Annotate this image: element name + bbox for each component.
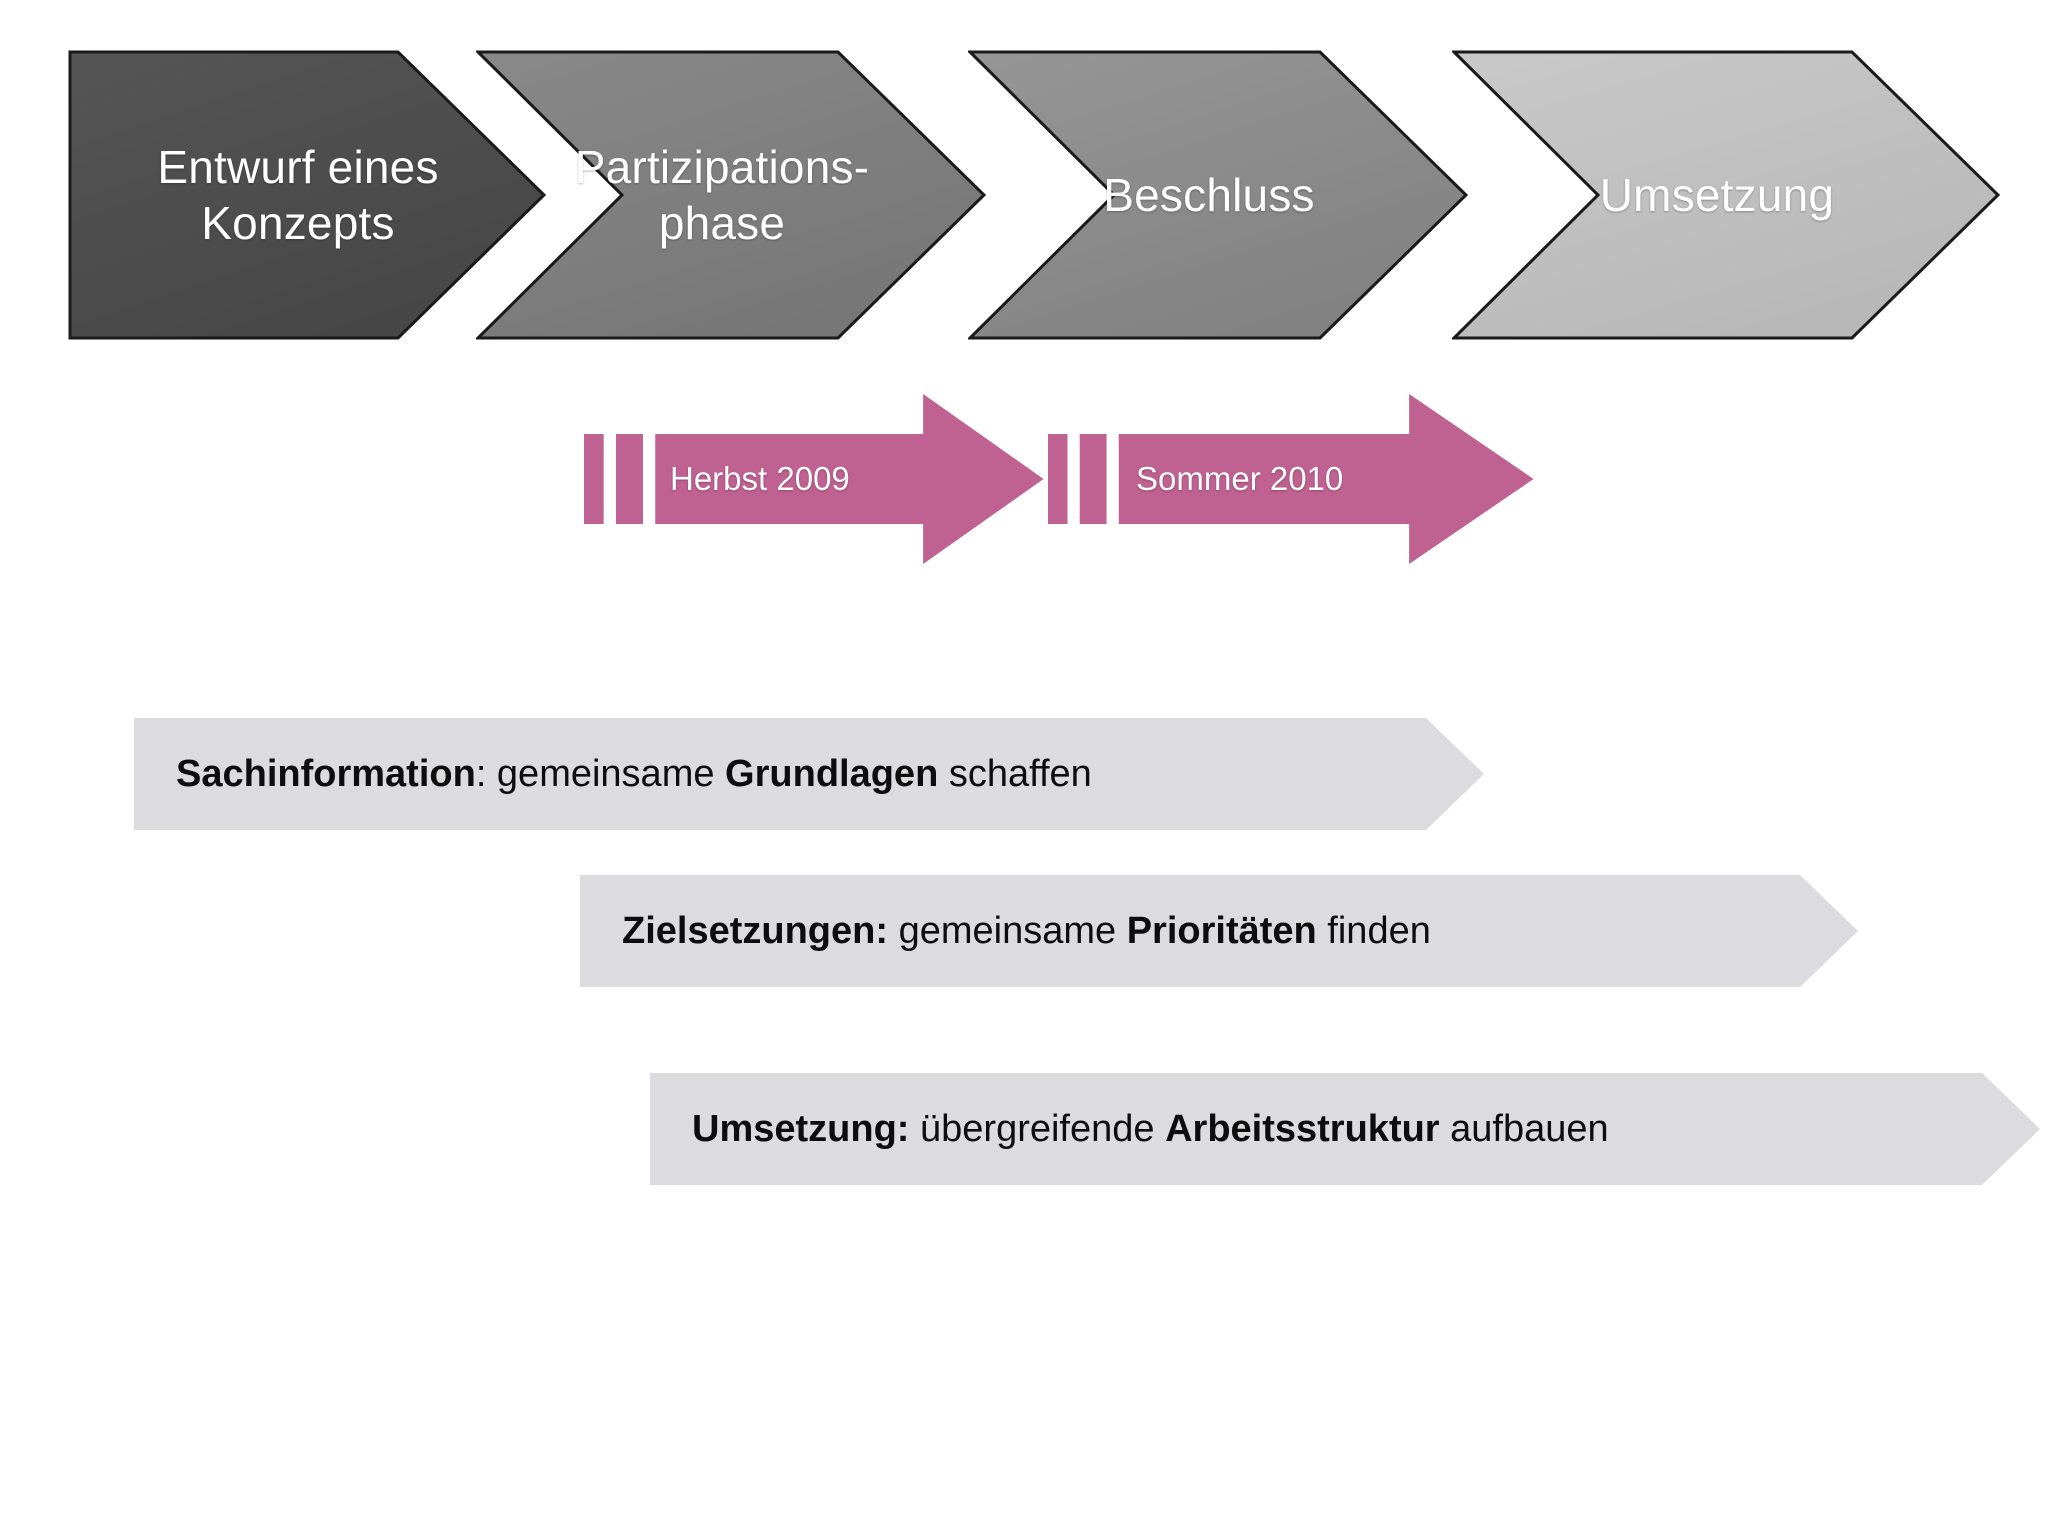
banner-arrow-shape-1 — [134, 718, 1484, 830]
statement-3-seg-3: aufbauen — [1439, 1108, 1609, 1150]
process-step-3-label: Beschluss — [1103, 168, 1315, 221]
chevron-shape-1 — [68, 50, 546, 340]
striped-arrow-icon-2 — [1048, 394, 1534, 564]
statement-3-seg-2: Arbeitsstruktur — [1165, 1108, 1440, 1150]
statement-banner-3[interactable]: Umsetzung: übergreifende Arbeitsstruktur… — [650, 1073, 2040, 1185]
process-step-2-label: Partizipations- phase — [574, 140, 870, 249]
timing-arrow-herbst-2009-label: Herbst 2009 — [670, 460, 850, 497]
banner-arrow-shape-3 — [650, 1073, 2040, 1185]
statement-banner-2-text: Zielsetzungen: gemeinsame Prioritäten fi… — [622, 912, 1431, 950]
process-step-4-label: Umsetzung — [1599, 168, 1835, 221]
statement-banner-1-text: Sachinformation: gemeinsame Grundlagen s… — [176, 755, 1092, 793]
striped-arrow-icon-1 — [584, 394, 1044, 564]
banner-arrow-shape-2 — [580, 875, 1858, 987]
statement-1-seg-1: : gemeinsame — [475, 753, 726, 795]
statement-banner-3-text: Umsetzung: übergreifende Arbeitsstruktur… — [692, 1110, 1609, 1148]
statement-2-seg-3: finden — [1316, 910, 1431, 952]
chevron-shape-4 — [1452, 50, 2000, 340]
process-chevron-row: Entwurf eines Konzepts Partizipations- p… — [0, 0, 2048, 400]
statement-3-seg-1: übergreifende — [909, 1108, 1166, 1150]
statement-banner-2[interactable]: Zielsetzungen: gemeinsame Prioritäten fi… — [580, 875, 1858, 987]
statement-banner-1[interactable]: Sachinformation: gemeinsame Grundlagen s… — [134, 718, 1484, 830]
statement-1-seg-3: schaffen — [938, 753, 1092, 795]
process-step-4[interactable]: Umsetzung — [1452, 50, 2000, 340]
statement-2-seg-1: gemeinsame — [888, 910, 1127, 952]
timing-arrow-herbst-2009[interactable]: Herbst 2009 — [584, 388, 1046, 570]
statement-1-seg-2: Grundlagen — [725, 753, 939, 795]
timing-arrow-sommer-2010-label: Sommer 2010 — [1136, 460, 1344, 497]
statement-2-seg-2: Prioritäten — [1126, 910, 1317, 952]
timing-arrow-sommer-2010[interactable]: Sommer 2010 — [1048, 388, 1536, 570]
process-step-1[interactable]: Entwurf eines Konzepts — [68, 50, 546, 340]
statement-1-seg-0: Sachinformation — [176, 753, 476, 795]
process-step-3[interactable]: Beschluss — [968, 50, 1468, 340]
process-step-1-label: Entwurf eines Konzepts — [157, 140, 439, 249]
statement-2-seg-0: Zielsetzungen: — [622, 910, 889, 952]
chevron-shape-3 — [968, 50, 1468, 340]
statement-3-seg-0: Umsetzung: — [692, 1108, 910, 1150]
chevron-shape-2 — [476, 50, 986, 340]
process-step-2[interactable]: Partizipations- phase — [476, 50, 986, 340]
